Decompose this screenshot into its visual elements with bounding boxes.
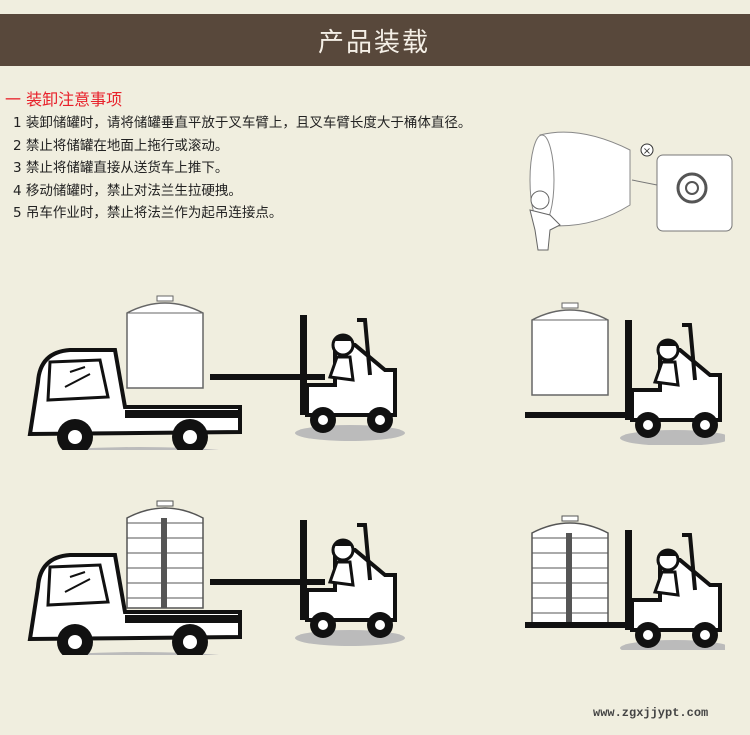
truck-to-forklift-illustration-1 (28, 295, 407, 450)
note-item: 1 装卸储罐时，请将储罐垂直平放于叉车臂上，且叉车臂长度大于桶体直径。 (13, 115, 472, 131)
warning-x-icon: × (643, 146, 651, 157)
note-item: 5 吊车作业时，禁止将法兰作为起吊连接点。 (13, 205, 283, 221)
truck-to-forklift-illustration-2 (28, 500, 407, 655)
notes-list: 1 装卸储罐时，请将储罐垂直平放于叉车臂上，且叉车臂长度大于桶体直径。 2 禁止… (13, 112, 471, 225)
forklift-carrying-tank-illustration-2 (525, 515, 725, 650)
tank-handling-warning-illustration: × (529, 131, 733, 251)
note-item: 4 移动储罐时，禁止对法兰生拉硬拽。 (13, 182, 242, 199)
note-item: 3 禁止将储罐直接从送货车上推下。 (13, 160, 229, 176)
section-title: 一 装卸注意事项 (5, 90, 123, 109)
header-bar: 产品装载 (0, 14, 750, 66)
watermark: www.zgxjjypt.com (593, 706, 709, 720)
note-item: 2 禁止将储罐在地面上拖行或滚动。 (13, 137, 229, 154)
page-title: 产品装载 (317, 27, 430, 58)
forklift-carrying-tank-illustration-1 (525, 302, 725, 445)
